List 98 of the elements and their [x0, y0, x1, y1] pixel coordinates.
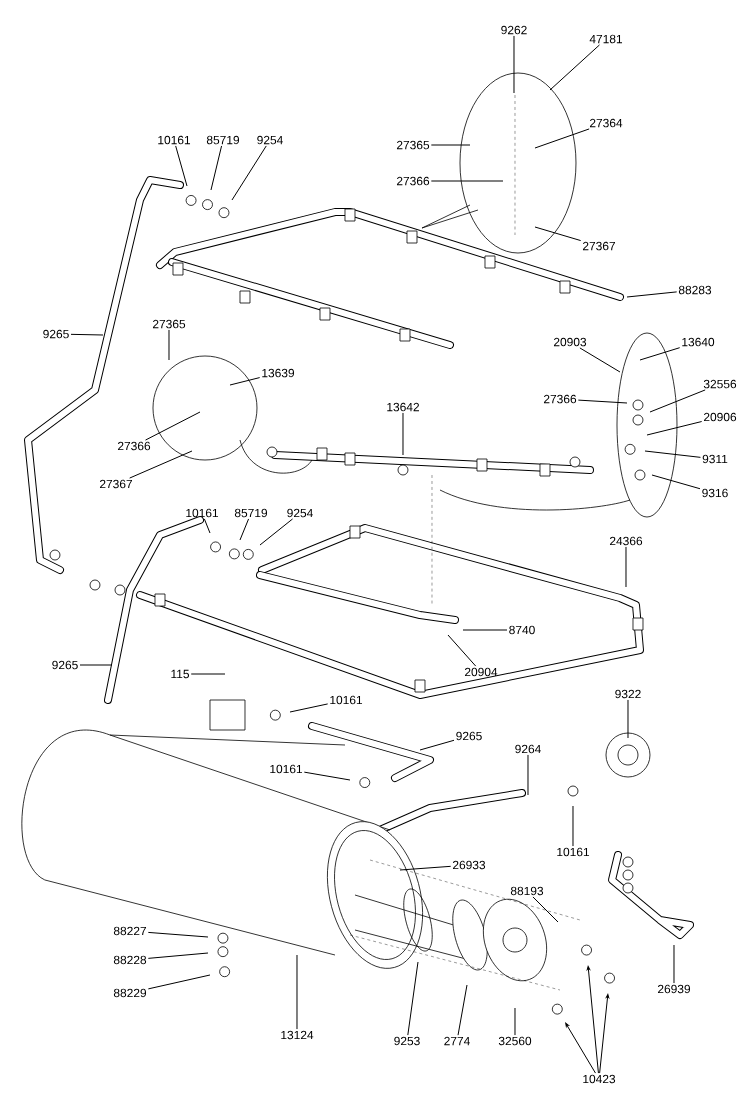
leader-line	[644, 450, 701, 458]
callout-number: 27364	[589, 118, 623, 128]
leader-line	[129, 450, 193, 479]
leader-line	[579, 347, 621, 373]
callout-number: 10161	[186, 508, 219, 518]
callout-number: 13642	[387, 402, 419, 412]
leader-line	[168, 329, 170, 361]
callout-number: 9311	[702, 454, 728, 464]
leader-line	[572, 805, 574, 847]
callout-number: 88283	[678, 285, 712, 295]
callout-number: 115	[171, 669, 189, 679]
leader-line	[649, 389, 706, 413]
callout-number: 32560	[498, 1036, 532, 1046]
leader-line	[239, 518, 250, 541]
callout-number: 10423	[583, 1074, 616, 1084]
leader-line	[532, 896, 559, 923]
leader-line	[430, 180, 504, 182]
leader-line	[514, 1007, 516, 1036]
callout-number: 9265	[456, 731, 482, 741]
callout-number: 32556	[703, 379, 737, 389]
callout-number: 27365	[396, 140, 430, 150]
callout-number: 85719	[206, 135, 240, 145]
leader-line	[430, 144, 471, 146]
leader-line	[147, 952, 209, 959]
leader-line	[419, 739, 455, 751]
callout-number: 9322	[615, 689, 641, 699]
callout-number: 13124	[281, 1030, 314, 1040]
callout-number: 27366	[396, 176, 430, 186]
leader-line	[457, 984, 468, 1036]
leader-line	[231, 145, 267, 201]
leader-line	[639, 347, 681, 361]
leader-line	[79, 664, 113, 666]
leader-line	[229, 377, 261, 386]
callout-number: 10161	[330, 695, 363, 705]
callout-number: 88228	[113, 955, 147, 965]
leader-line	[210, 145, 223, 191]
callout-number: 13640	[682, 337, 715, 347]
callout-number: 85719	[234, 508, 268, 518]
callout-number: 20906	[703, 412, 737, 422]
callout-number: 24366	[609, 536, 643, 546]
leader-line	[407, 961, 419, 1036]
leader-line	[447, 634, 477, 667]
leader-line	[289, 703, 329, 713]
callout-number: 47181	[589, 34, 622, 44]
callout-number: 88227	[113, 926, 146, 936]
leader-line	[599, 993, 610, 1074]
callout-number: 20903	[553, 337, 587, 347]
leader-line	[70, 333, 104, 336]
callout-number: 2774	[444, 1036, 470, 1046]
leader-line	[651, 474, 701, 490]
callout-number: 9264	[515, 744, 541, 754]
callout-number: 20904	[464, 667, 498, 677]
callout-number: 10161	[557, 847, 589, 857]
callout-number: 9316	[702, 488, 728, 498]
leader-line	[527, 754, 529, 796]
leader-line	[259, 518, 294, 546]
callout-number: 26939	[657, 984, 691, 994]
callout-number: 9254	[257, 135, 283, 145]
callout-number: 27367	[99, 479, 132, 489]
leader-line	[147, 974, 211, 990]
leader-line	[565, 1022, 596, 1074]
callout-number: 9265	[52, 660, 78, 670]
callout-number: 26933	[452, 860, 486, 870]
leader-line	[625, 546, 627, 588]
callout-number: 9253	[394, 1036, 420, 1046]
leader-line	[203, 518, 211, 534]
callout-number: 27365	[152, 319, 186, 329]
leader-line	[402, 412, 404, 456]
leader-line	[626, 291, 678, 298]
leader-line	[627, 699, 629, 739]
callout-number: 27367	[582, 241, 615, 251]
callout-number: 9262	[501, 25, 527, 35]
leader-line	[190, 673, 226, 675]
callout-number: 9254	[287, 508, 313, 518]
leader-line	[646, 421, 703, 436]
callout-number: 9265	[43, 329, 69, 339]
leader-line	[303, 771, 351, 781]
callout-number: 88193	[510, 886, 544, 896]
leader-line	[577, 399, 628, 404]
leader-line	[534, 226, 582, 242]
leader-line	[462, 629, 508, 631]
leader-line	[586, 965, 599, 1074]
callout-number: 27366	[543, 394, 577, 404]
leader-line	[513, 35, 515, 94]
leader-line	[549, 44, 600, 91]
callout-number: 27366	[117, 441, 151, 451]
callout-number: 13639	[262, 368, 295, 378]
leader-line	[399, 865, 452, 871]
callout-number: 8740	[509, 625, 535, 635]
leader-line	[147, 931, 209, 938]
leader-line	[534, 128, 590, 149]
leader-line	[175, 145, 188, 187]
callout-number: 10161	[158, 135, 191, 145]
leader-line	[296, 954, 298, 1030]
leader-line	[145, 411, 201, 441]
callout-number: 10161	[270, 764, 303, 774]
callout-number: 88229	[113, 988, 147, 998]
leader-line	[673, 944, 675, 984]
